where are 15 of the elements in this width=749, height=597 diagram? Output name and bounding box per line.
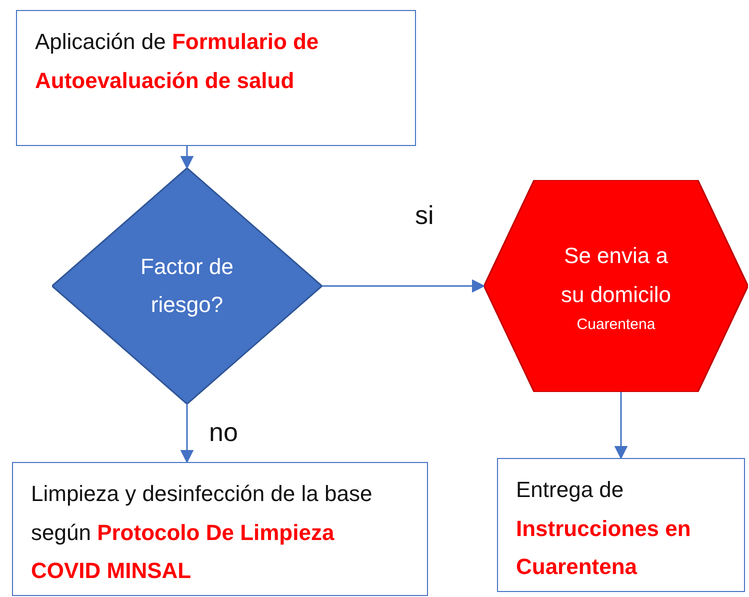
node-text: Se envia a su domicilo bbox=[560, 242, 672, 308]
process-box bbox=[16, 10, 416, 146]
arrow bbox=[322, 279, 486, 293]
node-subtext: Cuarentena bbox=[576, 315, 656, 335]
node-text: Aplicación de Formulario de Autoevaluación de salud bbox=[35, 29, 319, 92]
arrow bbox=[180, 146, 194, 170]
hexagon-box bbox=[484, 180, 748, 392]
arrow bbox=[614, 392, 628, 460]
process-box bbox=[497, 458, 745, 592]
node-text: Factor de riesgo? bbox=[140, 252, 234, 319]
decision-diamond bbox=[52, 168, 322, 404]
node-text: Entrega de Instrucciones en Cuarentena bbox=[516, 477, 691, 579]
arrow bbox=[180, 404, 194, 464]
node-text: Limpieza y desinfección de la base según Protocolo De Limpieza COVID MINSAL bbox=[31, 481, 372, 583]
process-box bbox=[12, 462, 428, 596]
